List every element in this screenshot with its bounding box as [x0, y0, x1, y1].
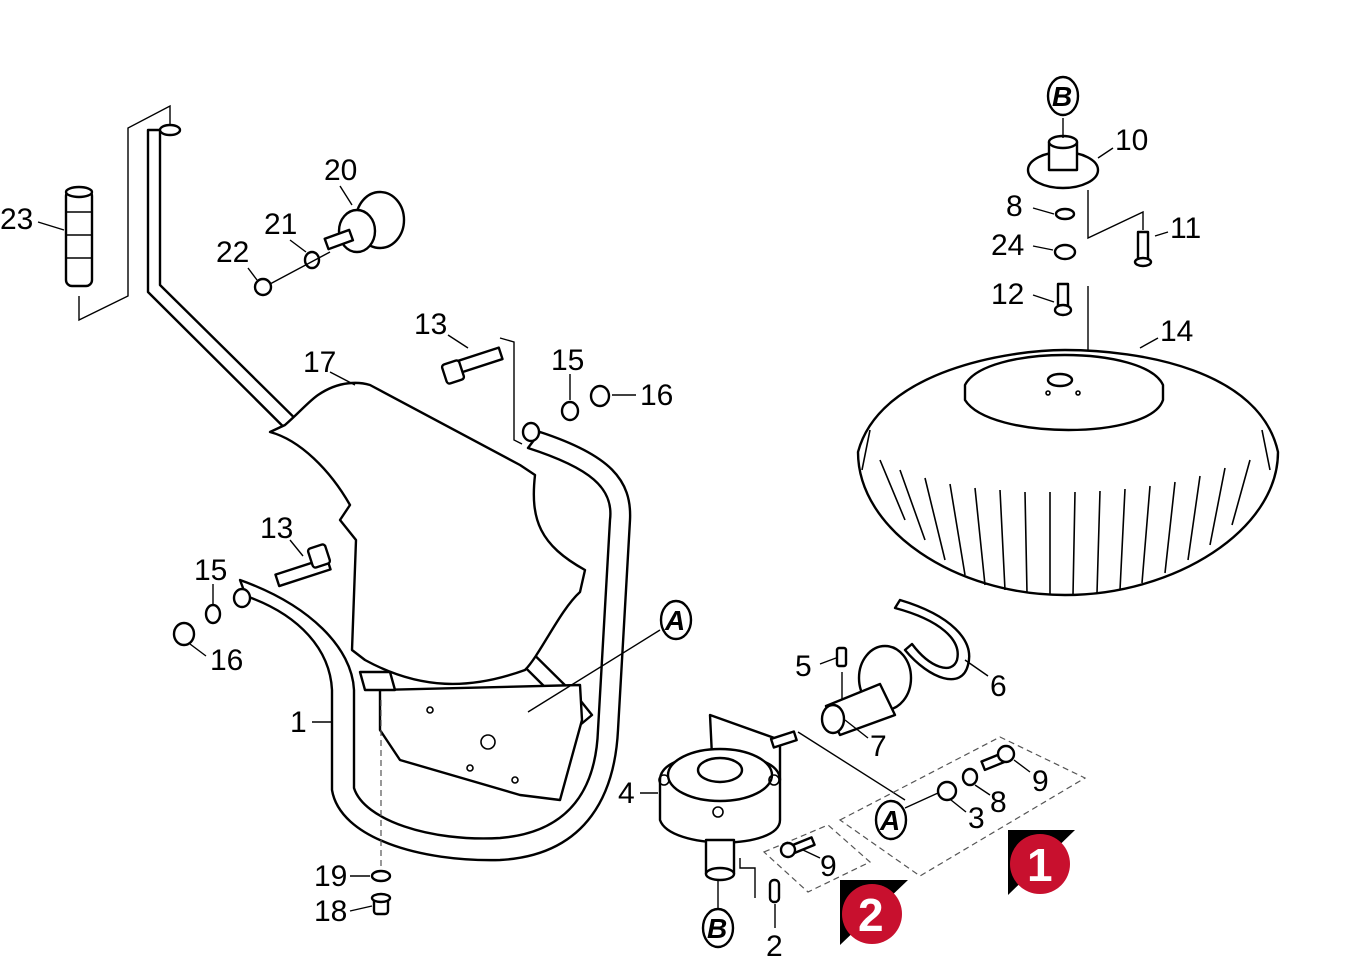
label-17: 17: [303, 346, 336, 379]
part-16-nut-upper: [589, 384, 611, 408]
part-7-shaft: [797, 644, 913, 801]
label-16-upper: 16: [640, 379, 673, 412]
part-15-washer-upper: [560, 400, 580, 422]
label-19: 19: [314, 860, 347, 893]
part-13-bolt-upper: [440, 337, 523, 445]
label-14: 14: [1160, 315, 1193, 348]
reference-a-lower: A: [874, 792, 939, 841]
part-11-bolt: [1087, 190, 1153, 268]
part-10-hub: [1026, 118, 1100, 190]
part-2-key: [768, 878, 781, 904]
kit-badge-1: 1: [1008, 830, 1075, 895]
kit-badge-1-text: 1: [1027, 839, 1053, 891]
reference-b-lower: B: [701, 880, 735, 949]
kit-1-fastener-set: [838, 736, 1087, 877]
part-24-nut: [1053, 243, 1077, 261]
kit-badge-2: 2: [840, 880, 908, 945]
reference-b-upper-text: B: [1052, 81, 1072, 112]
label-13-upper: 13: [414, 308, 447, 341]
part-16-nut-lower: [172, 621, 196, 647]
part-13-bolt-lower: [274, 543, 332, 588]
part-15-washer-lower: [204, 603, 222, 625]
label-6: 6: [990, 670, 1007, 703]
label-24: 24: [991, 229, 1024, 262]
label-7: 7: [870, 730, 887, 763]
label-13-lower: 13: [260, 512, 293, 545]
label-3: 3: [968, 802, 985, 835]
part-20-wheel: [323, 190, 406, 254]
label-15-upper: 15: [551, 344, 584, 377]
reference-b-upper: B: [1046, 75, 1080, 117]
reference-b-lower-text: B: [707, 913, 727, 944]
label-15-lower: 15: [194, 554, 227, 587]
part-6-clip: [893, 598, 971, 681]
part-18-screw: [370, 892, 392, 916]
label-9-kit1: 9: [1032, 765, 1049, 798]
reference-a-upper-text: A: [664, 605, 685, 636]
part-14-brush: [856, 348, 1280, 597]
label-9-kit2: 9: [820, 850, 837, 883]
label-20: 20: [324, 154, 357, 187]
part-5-pin: [835, 646, 848, 700]
part-19-washer: [370, 700, 392, 883]
label-4: 4: [618, 777, 635, 810]
label-12: 12: [991, 278, 1024, 311]
label-22: 22: [216, 236, 249, 269]
part-21-washer: [303, 250, 321, 270]
label-2: 2: [766, 930, 783, 963]
label-21: 21: [264, 208, 297, 241]
label-8-kit1: 8: [990, 786, 1007, 819]
label-11: 11: [1170, 212, 1201, 245]
part-22-nut: [253, 251, 331, 297]
part-4-gear-motor: [658, 713, 798, 898]
label-18: 18: [314, 895, 347, 928]
part-8-washer-right: [1054, 207, 1076, 221]
reference-a-lower-text: A: [879, 805, 900, 836]
label-1: 1: [290, 706, 307, 739]
kit-2-fastener-set: [762, 824, 872, 893]
label-8-right: 8: [1006, 190, 1023, 223]
leader-lines: [37, 147, 1169, 928]
label-23: 23: [0, 203, 33, 236]
reference-a-upper: A: [527, 599, 693, 713]
label-10: 10: [1115, 124, 1148, 157]
part-12-bolt: [1053, 282, 1089, 380]
part-17-hopper: [268, 381, 587, 802]
label-5: 5: [795, 650, 812, 683]
label-16-lower: 16: [210, 644, 243, 677]
part-23-grip: [64, 104, 171, 322]
part-labels: 23 20 21 22 13 17 15 16 13 15 16 1 19 18…: [0, 124, 1201, 963]
kit-badge-2-text: 2: [858, 889, 884, 941]
